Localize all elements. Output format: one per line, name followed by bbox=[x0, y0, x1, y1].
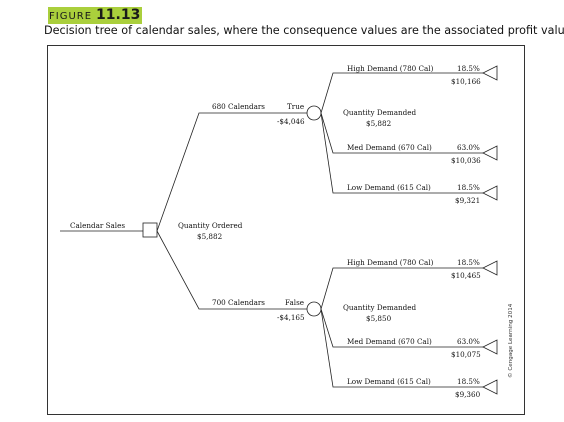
branch-cost-680: -$4,046 bbox=[277, 117, 305, 126]
branch-label-700: 700 Calendars bbox=[212, 298, 265, 307]
chance-value-bottom: $5,850 bbox=[366, 314, 392, 323]
figure-header: FIGURE 11.13 bbox=[48, 6, 143, 24]
decision-label: Quantity Ordered bbox=[178, 221, 243, 230]
outcome-line-bottom-high bbox=[320, 267, 483, 310]
branch-line-680 bbox=[156, 112, 307, 232]
outcome-value: $10,465 bbox=[451, 271, 481, 280]
end-node-triangle bbox=[482, 260, 498, 276]
outcome-prob: 18.5% bbox=[457, 377, 480, 386]
figure-tag: FIGURE 11.13 bbox=[48, 7, 143, 24]
end-node-triangle bbox=[482, 339, 498, 355]
figure-caption: Decision tree of calendar sales, where t… bbox=[44, 24, 564, 37]
outcome-prob: 18.5% bbox=[457, 258, 480, 267]
end-node-triangle bbox=[482, 185, 498, 201]
outcome-line-top-low bbox=[320, 112, 483, 194]
copyright-credit: © Cengage Learning 2014 bbox=[508, 303, 514, 378]
outcome-prob: 63.0% bbox=[457, 143, 480, 152]
outcome-prob: 18.5% bbox=[457, 64, 480, 73]
branch-cost-700: -$4,165 bbox=[277, 313, 305, 322]
outcome-label: Low Demand (615 Cal) bbox=[347, 377, 431, 386]
chance-node-top bbox=[306, 105, 322, 121]
outcome-label: High Demand (780 Cal) bbox=[347, 258, 434, 267]
outcome-prob: 18.5% bbox=[457, 183, 480, 192]
outcome-line-top-high bbox=[320, 72, 483, 114]
branch-state-true: True bbox=[287, 102, 304, 111]
figure-number: 11.13 bbox=[96, 7, 141, 23]
branch-state-false: False bbox=[285, 298, 304, 307]
outcome-value: $10,075 bbox=[451, 350, 481, 359]
outcome-line-top-med bbox=[320, 112, 483, 154]
chance-label-top: Quantity Demanded bbox=[343, 108, 416, 117]
outcome-label: Med Demand (670 Cal) bbox=[347, 337, 432, 346]
outcome-value: $9,360 bbox=[455, 390, 481, 399]
diagram-frame bbox=[47, 45, 525, 415]
outcome-prob: 63.0% bbox=[457, 337, 480, 346]
outcome-value: $10,036 bbox=[451, 156, 481, 165]
end-node-triangle bbox=[482, 145, 498, 161]
branch-line-700 bbox=[156, 230, 307, 310]
root-label: Calendar Sales bbox=[70, 221, 125, 230]
outcome-line-bottom-med bbox=[320, 308, 483, 348]
outcome-value: $10,166 bbox=[451, 77, 481, 86]
figure-word: FIGURE bbox=[49, 11, 93, 22]
decision-value: $5,882 bbox=[197, 232, 222, 241]
outcome-label: Med Demand (670 Cal) bbox=[347, 143, 432, 152]
outcome-label: High Demand (780 Cal) bbox=[347, 64, 434, 73]
end-node-triangle bbox=[482, 379, 498, 395]
decision-node-square bbox=[142, 222, 158, 238]
branch-label-680: 680 Calendars bbox=[212, 102, 265, 111]
end-node-triangle bbox=[482, 65, 498, 81]
outcome-label: Low Demand (615 Cal) bbox=[347, 183, 431, 192]
chance-node-bottom bbox=[306, 301, 322, 317]
chance-label-bottom: Quantity Demanded bbox=[343, 303, 416, 312]
outcome-line-bottom-low bbox=[320, 308, 483, 388]
chance-value-top: $5,882 bbox=[366, 119, 391, 128]
outcome-value: $9,321 bbox=[455, 196, 480, 205]
